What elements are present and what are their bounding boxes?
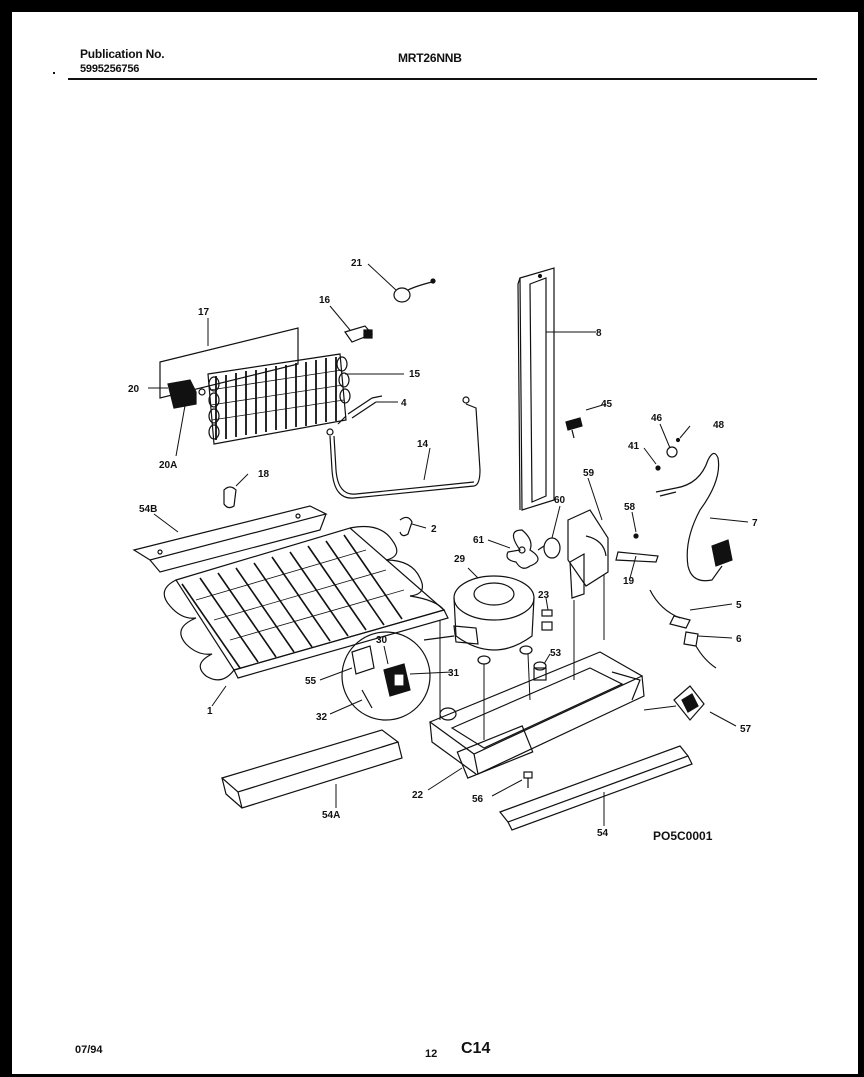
callout-label: 5	[736, 600, 742, 611]
callout-label: 1	[207, 706, 213, 717]
screw-part	[565, 417, 583, 439]
callout-label: 18	[258, 469, 270, 480]
clip-46	[666, 446, 678, 458]
clip-part	[223, 486, 237, 509]
callout-label: 55	[305, 676, 317, 687]
screw-48	[675, 437, 681, 443]
callout-label: 46	[651, 413, 663, 424]
condenser-bracket-part	[167, 379, 206, 409]
leader-lines	[148, 263, 749, 826]
lower-bracket-54a-part	[220, 729, 403, 809]
header-rule	[68, 78, 817, 80]
rod-part	[615, 551, 659, 563]
leader-line	[423, 635, 455, 641]
condenser-large-coil-part	[163, 525, 449, 681]
fan-motor-part	[537, 537, 561, 559]
drain-bracket-part	[673, 685, 705, 721]
assembly-lines	[439, 574, 605, 740]
callout-label: 60	[554, 495, 566, 506]
relay-part	[344, 325, 374, 343]
clip-part-2	[399, 516, 413, 537]
grommet-part	[541, 609, 553, 631]
base-pan-part	[428, 651, 645, 779]
screw-56	[523, 771, 533, 788]
callout-label: 53	[550, 648, 562, 659]
publication-label: Publication No.	[80, 47, 165, 61]
callout-label: 59	[583, 468, 595, 479]
callout-label: 6	[736, 634, 742, 645]
callout-label: 21	[351, 258, 363, 269]
callout-label: 2	[431, 524, 437, 535]
callout-label: 22	[412, 790, 424, 801]
lower-bracket-54-part	[499, 745, 693, 831]
model-number: MRT26NNB	[398, 51, 462, 65]
vertical-bracket-part	[517, 267, 555, 511]
drier-part	[337, 395, 383, 425]
screw-41	[655, 465, 661, 471]
wire-lead-part	[649, 589, 717, 669]
callout-label: 20A	[159, 460, 177, 471]
callout-label: 61	[473, 535, 485, 546]
callout-label: 54	[597, 828, 609, 839]
callout-label: 14	[417, 439, 429, 450]
callout-label: 4	[401, 398, 407, 409]
callout-label: 54B	[139, 504, 157, 515]
fan-shroud-part	[567, 509, 609, 599]
fan-blade-part	[506, 529, 539, 569]
footer-section: C14	[461, 1040, 491, 1057]
callout-label: 56	[472, 794, 484, 805]
footer-date: 07/94	[75, 1044, 103, 1056]
compressor-part	[453, 575, 535, 665]
condenser-cover-panel	[159, 327, 299, 399]
callout-label: 19	[623, 576, 635, 587]
callout-label: 31	[448, 668, 460, 679]
callout-label: 45	[601, 399, 613, 410]
callout-label: 16	[319, 295, 331, 306]
screw-58	[633, 533, 639, 539]
callout-label: 17	[198, 307, 210, 318]
speck	[53, 72, 55, 74]
callout-label: 57	[740, 724, 752, 735]
callout-label: 58	[624, 502, 636, 513]
callout-label: 15	[409, 369, 421, 380]
condenser-coil-part	[207, 353, 351, 445]
callout-label: 23	[538, 590, 550, 601]
tubing-part	[326, 396, 481, 499]
callout-label: 8	[596, 328, 602, 339]
callout-label: 20	[128, 384, 140, 395]
relay-inset-detail	[341, 631, 431, 721]
callout-label: 32	[316, 712, 328, 723]
footer-page-number: 12	[425, 1048, 438, 1060]
power-cord-part	[655, 452, 733, 582]
callout-label: 54A	[322, 810, 340, 821]
wire-connector-part	[393, 278, 436, 303]
callout-label: 7	[752, 518, 758, 529]
sheet	[12, 12, 858, 1074]
callout-label: 30	[376, 635, 388, 646]
callout-label: 29	[454, 554, 466, 565]
publication-number: 5995256756	[80, 63, 140, 75]
upper-bracket-part	[132, 505, 328, 573]
callout-label: 41	[628, 441, 640, 452]
figure-code: PO5C0001	[653, 829, 713, 843]
callout-label: 48	[713, 420, 725, 431]
